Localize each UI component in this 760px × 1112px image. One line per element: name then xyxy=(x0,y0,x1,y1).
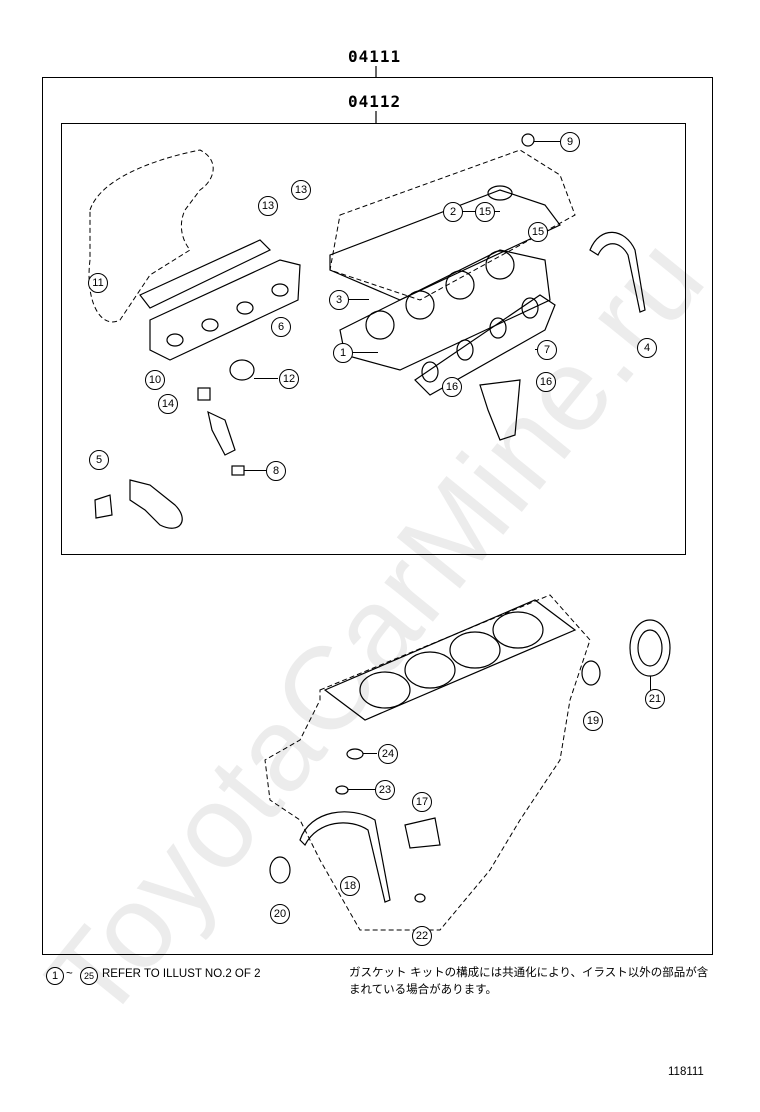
block-bore-1 xyxy=(359,671,411,709)
part-8 xyxy=(231,465,245,476)
head-gasket-bore-1 xyxy=(365,310,395,340)
block-bore-4 xyxy=(492,611,544,649)
callout-23: 23 xyxy=(375,780,395,800)
callout-10: 10 xyxy=(145,370,165,390)
gasket-6-port-1 xyxy=(166,333,184,347)
leader-23 xyxy=(348,789,375,790)
oil-seal-21-inner xyxy=(637,629,663,667)
callout-2: 2 xyxy=(443,202,463,222)
document-number: 118111 xyxy=(668,1066,704,1078)
block-bore-2 xyxy=(404,651,456,689)
head-gasket-bore-4 xyxy=(485,250,515,280)
callout-7: 7 xyxy=(537,340,557,360)
manifold-rail xyxy=(139,239,272,309)
callout-8: 8 xyxy=(266,461,286,481)
callout-18: 18 xyxy=(340,876,360,896)
leader-12 xyxy=(254,378,278,379)
bracket-5 xyxy=(94,494,113,519)
seal-20 xyxy=(269,856,291,884)
gasket-6-port-3 xyxy=(236,301,254,315)
exhaust-gasket-7 xyxy=(414,294,556,396)
callout-22: 22 xyxy=(412,926,432,946)
leader-3 xyxy=(349,299,369,300)
callout-17: 17 xyxy=(412,792,432,812)
note-tilde: ~ xyxy=(66,968,73,980)
leader-24 xyxy=(363,753,377,754)
callout-14: 14 xyxy=(158,394,178,414)
gasket-7-port-3 xyxy=(489,317,507,339)
block-deck xyxy=(323,599,577,721)
callout-6: 6 xyxy=(271,317,291,337)
leader-9 xyxy=(534,141,560,142)
oring-24 xyxy=(346,748,364,760)
subkit-code: 04112 xyxy=(348,92,402,111)
seal-19 xyxy=(581,660,601,686)
callout-13-b: 13 xyxy=(258,196,278,216)
timing-gasket-4 xyxy=(589,231,646,313)
callout-20: 20 xyxy=(270,904,290,924)
part-23 xyxy=(335,785,349,795)
intake-manifold-outline xyxy=(88,149,214,323)
kit-code: 04111 xyxy=(348,47,402,66)
callout-19: 19 xyxy=(583,711,603,731)
manifold-gasket-6 xyxy=(149,259,301,361)
cylinder-block-outline xyxy=(264,594,591,931)
rear-gasket-18 xyxy=(299,811,391,903)
note-text: REFER TO ILLUST NO.2 OF 2 xyxy=(102,968,261,980)
callout-24: 24 xyxy=(378,744,398,764)
subkit-frame xyxy=(61,123,686,555)
part-22 xyxy=(414,893,426,903)
note-end-callout: 25 xyxy=(80,967,98,985)
callout-3: 3 xyxy=(329,290,349,310)
head-gasket-bore-3 xyxy=(445,270,475,300)
head-gasket-bore-2 xyxy=(405,290,435,320)
gasket-7-port-2 xyxy=(456,339,474,361)
callout-15-b: 15 xyxy=(528,222,548,242)
seal-2 xyxy=(487,185,513,201)
gasket-6-port-4 xyxy=(271,283,289,297)
japanese-note: ガスケット キットの構成には共通化により、イラスト以外の部品が含まれている場合が… xyxy=(349,965,709,996)
callout-4: 4 xyxy=(637,338,657,358)
injector xyxy=(207,410,236,456)
water-outlet xyxy=(479,379,521,441)
seal-12 xyxy=(229,359,255,381)
gasket-7-port-4 xyxy=(521,297,539,319)
note-start-callout: 1 xyxy=(46,967,64,985)
water-pipe xyxy=(129,479,183,529)
leader-8 xyxy=(244,470,266,471)
callout-5: 5 xyxy=(89,450,109,470)
callout-11: 11 xyxy=(88,273,108,293)
callout-1: 1 xyxy=(333,343,353,363)
callout-16-a: 16 xyxy=(442,377,462,397)
gasket-6-port-2 xyxy=(201,318,219,332)
callout-13-a: 13 xyxy=(291,180,311,200)
washer-9 xyxy=(521,133,535,147)
callout-15-a: 15 xyxy=(475,202,495,222)
valve-cover-gasket-3 xyxy=(329,189,561,301)
leader-21 xyxy=(650,676,651,690)
block-bore-3 xyxy=(449,631,501,669)
callout-12: 12 xyxy=(279,369,299,389)
oil-seal-21 xyxy=(629,619,671,677)
callout-9: 9 xyxy=(560,132,580,152)
gasket-7-port-1 xyxy=(421,361,439,383)
callout-21: 21 xyxy=(645,689,665,709)
leader-1 xyxy=(353,352,378,353)
kit-frame xyxy=(42,77,713,955)
part-14 xyxy=(197,387,211,401)
oil-pump-gasket-17 xyxy=(404,817,441,849)
callout-16-b: 16 xyxy=(536,372,556,392)
